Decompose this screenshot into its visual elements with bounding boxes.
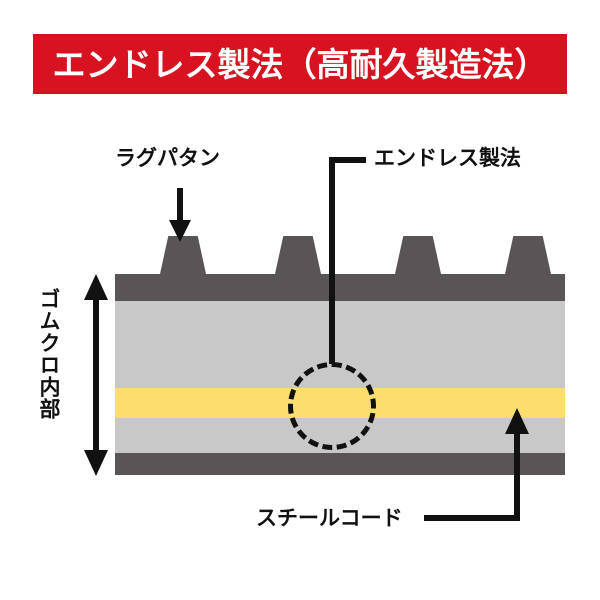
layer-top-rubber-dark xyxy=(115,274,565,301)
lug-shape xyxy=(395,236,441,274)
layer-bottom-rubber-dark xyxy=(115,453,565,475)
title-text: エンドレス製法（高耐久製造法） xyxy=(52,44,548,84)
callout-lug-pattern: ラグパタン xyxy=(115,146,220,170)
track-interior-dimension-arrow-icon xyxy=(84,274,108,476)
callout-steel-cord: スチールコード xyxy=(256,506,403,530)
endless-method-highlight-circle xyxy=(288,362,376,450)
lug-shape xyxy=(505,236,551,274)
title-banner: エンドレス製法（高耐久製造法） xyxy=(33,34,567,94)
callout-endless-method: エンドレス製法 xyxy=(374,146,521,170)
lug-shape xyxy=(275,236,321,274)
lug-pattern-arrow-icon xyxy=(169,188,191,242)
lug-shape xyxy=(160,236,206,274)
callout-track-interior: ゴムクロ内部 xyxy=(37,288,61,420)
